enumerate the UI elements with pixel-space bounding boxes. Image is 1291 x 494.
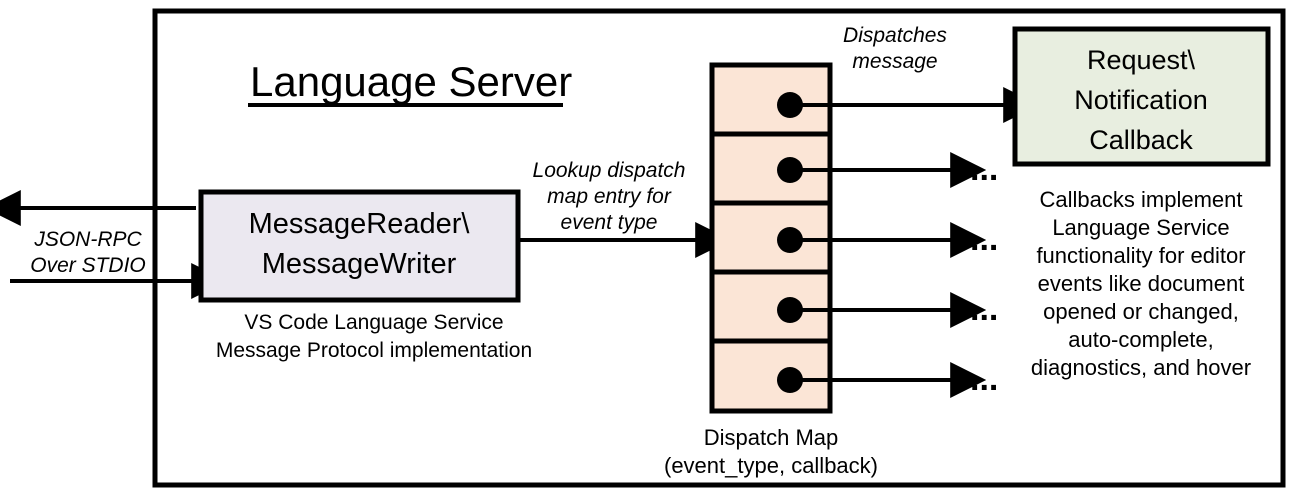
callback-caption-line-5: auto-complete, xyxy=(1068,327,1214,352)
message-box-caption-line2: Message Protocol implementation xyxy=(216,339,532,362)
dispatch-map-cell-4[interactable] xyxy=(709,338,833,414)
dispatch-label-line1: Dispatches xyxy=(843,24,947,47)
dispatch-map-cell-0[interactable] xyxy=(709,62,833,137)
callback-caption-line-4: opened or changed, xyxy=(1043,299,1239,324)
message-box-caption-line1: VS Code Language Service xyxy=(244,311,503,334)
ellipsis-row-2: ... xyxy=(970,220,998,258)
callback-box-line2: Notification xyxy=(1074,85,1208,115)
lookup-label-line3: event type xyxy=(561,211,658,234)
callback-box-line1: Request\ xyxy=(1087,45,1196,75)
ellipsis-row-1: ... xyxy=(970,150,998,188)
dispatch-map-caption-line2: (event_type, callback) xyxy=(664,453,878,478)
page-title: Language Server xyxy=(250,58,572,105)
callback-caption-line-6: diagnostics, and hover xyxy=(1031,355,1251,380)
ellipsis-row-3: ... xyxy=(970,290,998,328)
ellipsis-row-4: ... xyxy=(970,360,998,398)
dispatch-map-cell-2[interactable] xyxy=(709,200,833,275)
dispatch-label-line2: message xyxy=(852,50,937,73)
callback-caption-line-1: Language Service xyxy=(1052,215,1229,240)
json-rpc-label-line1: JSON-RPC xyxy=(33,228,142,251)
lookup-label-line1: Lookup dispatch xyxy=(533,159,686,182)
json-rpc-label-line2: Over STDIO xyxy=(30,254,146,277)
callback-box-line3: Callback xyxy=(1089,125,1193,155)
message-box-line1: MessageReader\ xyxy=(249,208,471,240)
message-box-line2: MessageWriter xyxy=(262,248,457,280)
message-reader-writer-box[interactable] xyxy=(198,189,521,303)
request-notification-callback-box[interactable] xyxy=(1012,26,1271,167)
callback-caption-line-2: functionality for editor xyxy=(1036,243,1245,268)
callback-caption-line-3: events like document xyxy=(1038,271,1245,296)
callback-caption-line-0: Callbacks implement xyxy=(1040,187,1243,212)
dispatch-map-caption-line1: Dispatch Map xyxy=(704,425,839,450)
dispatch-map-cell-3[interactable] xyxy=(709,269,833,344)
language-server-boundary xyxy=(152,8,1286,488)
lookup-label-line2: map entry for xyxy=(547,185,672,208)
